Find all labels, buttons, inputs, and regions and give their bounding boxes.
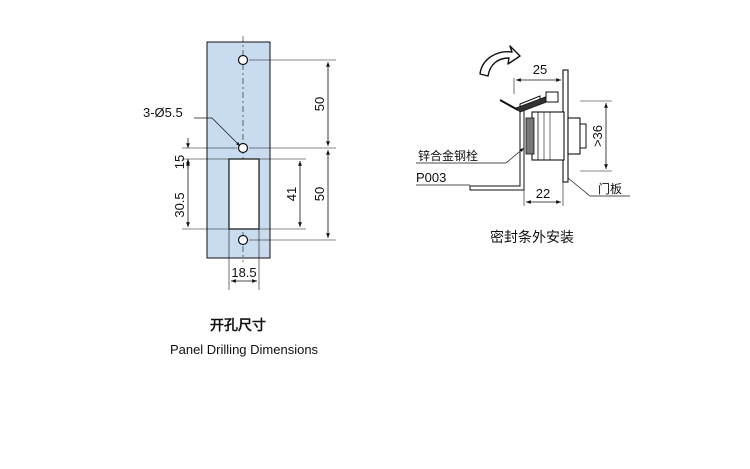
dim-offset: 15 — [172, 155, 187, 169]
dim-panel: >36 — [590, 125, 605, 147]
mounting-hole-top — [237, 54, 249, 66]
seal-install-drawing: 25 >36 22 锌合金钢栓 P003 门板 密封条外安装 — [416, 45, 630, 246]
dim-width: 18.5 — [231, 265, 256, 280]
mounting-hole-bottom — [237, 234, 249, 246]
label-part: P003 — [416, 170, 446, 185]
door-label-leader — [567, 177, 591, 197]
dim-top-pitch: 50 — [312, 97, 327, 111]
caption-cn-panel: 开孔尺寸 — [210, 317, 266, 334]
mounting-hole-middle — [237, 142, 249, 154]
dim-depth: 25 — [533, 62, 547, 77]
dim-slot: 30.5 — [172, 192, 187, 217]
label-door: 门板 — [598, 181, 622, 196]
dim-cutout-height: 41 — [284, 187, 299, 201]
panel-cutout — [228, 158, 260, 230]
caption-cn-seal: 密封条外安装 — [490, 229, 574, 246]
hole-note: 3-Ø5.5 — [143, 105, 183, 120]
panel-drilling-drawing: 50 50 41 15 30.5 18.5 3-Ø5.5 开孔尺寸 Panel … — [143, 36, 336, 357]
lock-body — [525, 111, 587, 161]
zinc-alloy-bolt — [499, 91, 559, 113]
dim-bottom-pitch: 50 — [312, 187, 327, 201]
label-bolt: 锌合金钢栓 — [418, 148, 478, 163]
rotation-arrow-icon — [479, 45, 521, 77]
caption-en-panel: Panel Drilling Dimensions — [170, 342, 319, 357]
dim-bracket: 22 — [536, 186, 550, 201]
